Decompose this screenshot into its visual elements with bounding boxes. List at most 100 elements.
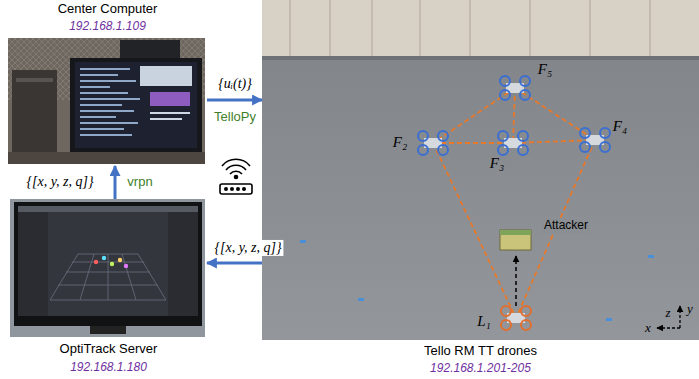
server-photo: [10, 199, 205, 337]
computer-photo-part: [120, 40, 180, 58]
computer-photo-part: [80, 122, 138, 124]
drone-symbol-part: [418, 145, 428, 155]
drone-symbol: [498, 131, 528, 155]
node-title: Center Computer: [58, 1, 158, 17]
computer-photo-part: [80, 134, 132, 136]
formation-links: [433, 88, 595, 318]
drone-arena-photo-part: [262, 0, 699, 340]
computer-photo-part: [16, 78, 53, 82]
server-photo-part: [18, 212, 48, 316]
data-flow-arrow: [207, 262, 262, 265]
computer-photo-part: [80, 68, 130, 70]
axis-symbol-part: [679, 306, 680, 328]
server-photo-part: [14, 202, 202, 326]
drone-symbol-part: [518, 145, 528, 155]
axis-symbol-part: [657, 327, 680, 328]
computer-photo-part: [80, 80, 136, 82]
server-photo-part: [118, 258, 122, 262]
attacker-box: [500, 230, 531, 250]
wifi-router-icon-part: [231, 188, 233, 190]
computer-photo-part: [80, 110, 134, 112]
drone-arena-photo-part: [262, 0, 699, 58]
wifi-router-icon-part: [220, 184, 252, 194]
wifi-router-icon-part: [237, 188, 239, 190]
axis-label: y: [687, 302, 693, 317]
protocol-label: TelloPy: [214, 110, 256, 125]
data-flow-arrow: [207, 99, 262, 102]
drone-symbol-part: [521, 306, 531, 316]
computer-photo-part: [80, 116, 116, 118]
computer-photo-part: [140, 66, 192, 86]
drone-arena-photo-part: [648, 255, 654, 258]
formation-links-part: [515, 88, 595, 140]
drone-arena-photo-part: [300, 240, 306, 243]
drone-label: L₁: [477, 313, 491, 330]
ip-address: 192.168.1.109: [69, 19, 146, 34]
drone-arena-photo-part: [290, 0, 650, 58]
drone-symbol-part: [600, 142, 610, 152]
node-title: OptiTrack Server: [60, 341, 158, 357]
leader-heading-arrow: [515, 256, 517, 306]
node-title: Tello RM TT drones: [424, 343, 537, 359]
attacker-box-part: [500, 230, 531, 235]
computer-photo-part: [75, 62, 197, 148]
server-photo-part: [124, 264, 128, 268]
attacker-label: Attacker: [542, 219, 590, 233]
drone-symbol-part: [500, 90, 510, 100]
computer-photo-part: [8, 38, 205, 164]
computer-photo-part: [8, 152, 205, 164]
drone-label: F₃: [490, 155, 504, 172]
wifi-router-icon-part: [230, 171, 242, 174]
server-photo-part: [50, 254, 166, 300]
edge-label: {uᵢ(t)}: [216, 76, 254, 92]
formation-links-part: [433, 88, 515, 143]
computer-photo-part: [80, 86, 110, 88]
computer-photo-part: [70, 58, 202, 156]
drone-symbol-part: [520, 90, 530, 100]
server-photo-part: [110, 262, 114, 266]
axis-label: x: [645, 321, 651, 336]
drone-symbol: [501, 306, 531, 330]
attacker-box-part: [500, 230, 531, 250]
protocol-label: vrpn: [127, 175, 152, 190]
drone-symbol: [580, 128, 610, 152]
drone-symbol: [500, 76, 530, 100]
drone-label: F₂: [393, 134, 407, 151]
computer-photo-part: [80, 104, 122, 106]
computer-photo-part: [80, 74, 118, 76]
server-panel: OptiTrack Server 192.168.1.180: [10, 199, 207, 379]
computer-photo-part: [12, 70, 57, 152]
server-photo-part: [168, 212, 198, 316]
axis-label: z: [665, 306, 670, 321]
drone-symbol-part: [600, 128, 610, 138]
server-photo-part: [18, 206, 198, 316]
drone-symbol-part: [438, 131, 448, 141]
drone-symbol-part: [438, 145, 448, 155]
drone-symbol-part: [520, 76, 530, 86]
server-photo-part: [102, 256, 106, 260]
wifi-router-icon-part: [226, 165, 246, 170]
drone-symbol-part: [501, 320, 511, 330]
drone-arena-photo-part: [262, 56, 699, 60]
data-flow-arrow: [114, 166, 117, 199]
server-photo-part: [18, 206, 198, 212]
computer-photo-part: [80, 92, 128, 94]
drone-symbol-part: [518, 131, 528, 141]
wifi-router-icon-part: [235, 176, 238, 179]
drone-symbol: [418, 131, 448, 155]
formation-links-part: [516, 140, 595, 318]
server-photo-part: [94, 260, 98, 264]
wifi-router-icon: [220, 159, 252, 194]
drone-arena-photo-part: [358, 298, 364, 301]
axis-symbol: [657, 306, 680, 328]
computer-photo-part: [150, 92, 190, 106]
computer-photo-part: [150, 112, 190, 114]
drone-symbol-part: [500, 76, 510, 86]
drone-symbol-part: [501, 306, 511, 316]
wifi-router-icon-part: [243, 188, 245, 190]
computer-photo-part: [80, 128, 124, 130]
ip-address: 192.168.1.180: [70, 360, 147, 375]
